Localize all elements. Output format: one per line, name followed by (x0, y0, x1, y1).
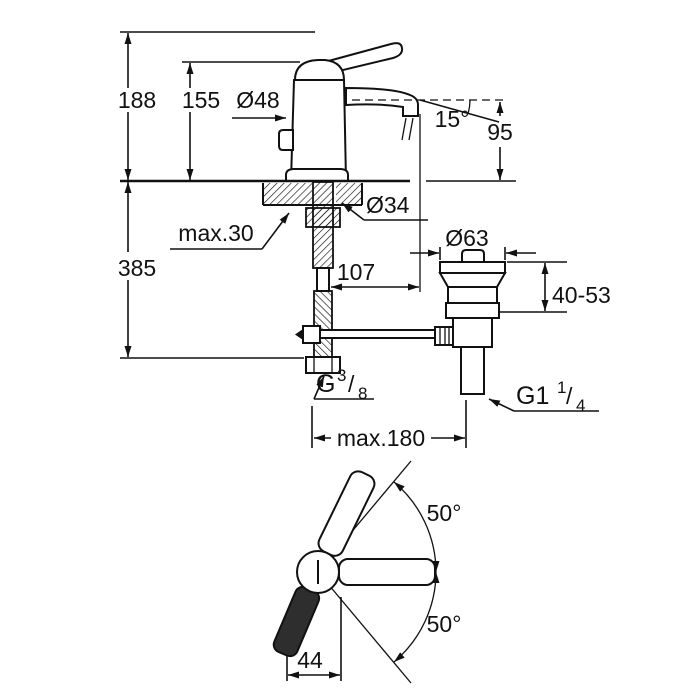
dim-label-dia34: Ø34 (366, 192, 410, 218)
dimension-max-reach: max.180 (311, 400, 467, 451)
handle-lever-up-position (317, 470, 376, 557)
dim-label-max30: max.30 (178, 220, 253, 246)
flexible-hose (313, 290, 333, 358)
waste-lower-body (452, 317, 493, 348)
dimension-handle-width: 44 (286, 597, 342, 681)
leader-line (341, 202, 365, 221)
swivel-arc-down (393, 571, 440, 663)
mounting-nut (305, 207, 341, 228)
thread-label-base: G1 (516, 382, 549, 410)
dim-label-dia48: Ø48 (236, 87, 279, 113)
dimension-adjustment-range: 40-53 (499, 261, 611, 313)
faucet-spout (345, 86, 419, 117)
swivel-arc-up (393, 481, 440, 573)
dim-label-385: 385 (118, 255, 156, 281)
angle-arc (467, 99, 471, 114)
water-stream-line (408, 117, 414, 141)
label-waste-thread: G1 1 / 4 (488, 378, 599, 415)
handle-plan-view: 50° 50° (272, 460, 462, 684)
waste-taper (438, 272, 507, 288)
pop-up-rod-bar (319, 329, 442, 339)
waste-tailpipe (460, 346, 485, 395)
dimension-spout-reach: 107 (331, 114, 421, 292)
leader-line (488, 398, 515, 412)
waste-coupling-nut (445, 302, 500, 319)
dimension-body-height: 155 (182, 61, 300, 180)
dim-label-4053: 40-53 (552, 282, 611, 308)
thread-label-numerator: 1 (557, 378, 566, 397)
handle-lever-mid-position (338, 558, 436, 586)
waste-assembly (434, 249, 507, 395)
dim-label-188: 188 (118, 87, 156, 113)
leader-line (313, 375, 325, 400)
rod-clamp (302, 325, 321, 344)
dim-label-44: 44 (297, 647, 323, 673)
dim-label-107: 107 (337, 259, 375, 285)
dim-label-50deg-down: 50° (427, 611, 462, 637)
dim-label-max180: max.180 (337, 425, 425, 451)
dim-label-15deg: 15° (435, 106, 470, 132)
deck-plate-hatch-left (263, 183, 312, 205)
dimension-overall-height: 188 (118, 31, 315, 180)
thread-label-slash: / (348, 371, 355, 397)
faucet-base (285, 168, 349, 182)
dim-label-95: 95 (487, 119, 513, 145)
supply-shank (305, 181, 341, 374)
dim-label-50deg-up: 50° (427, 500, 462, 526)
water-stream-line (401, 117, 407, 141)
dim-label-155: 155 (182, 87, 220, 113)
faucet-dome (293, 59, 346, 81)
dimension-spout-angle: 15° (352, 99, 506, 132)
thread-label-numerator: 3 (337, 366, 346, 385)
waste-flange (439, 261, 506, 274)
pull-rod-knob (278, 129, 294, 151)
leader-line (261, 212, 290, 250)
thread-label-base: G (316, 370, 335, 398)
waste-lift-knob (461, 249, 485, 263)
dimension-spout-height: 95 (426, 102, 516, 182)
faucet-side-view (278, 42, 419, 182)
swivel-reference-line-down (317, 571, 412, 684)
thread-label-denominator: 4 (576, 396, 585, 415)
deck-plate-hatch-right (336, 183, 362, 205)
pop-up-rod (295, 325, 442, 344)
label-supply-thread: G 3 / 8 (313, 366, 374, 403)
mounting-deck (120, 179, 410, 206)
dimension-hole-diameter: Ø34 (341, 192, 428, 221)
angle-line (419, 99, 500, 123)
waste-upper-body (447, 286, 498, 304)
dim-label-dia63: Ø63 (445, 225, 488, 251)
dimension-body-diameter: Ø48 (232, 87, 286, 122)
dimension-deck-thickness: max.30 (170, 212, 290, 250)
rod-clamp-tip (295, 329, 303, 340)
faucet-body (289, 79, 348, 182)
dimension-below-deck-length: 385 (118, 182, 304, 359)
connector-piece (316, 267, 330, 292)
thread-label-denominator: 8 (358, 384, 367, 403)
rod-knurl-knob (434, 326, 454, 346)
dimension-flange-diameter: Ø63 (410, 225, 536, 260)
thread-label-slash: / (566, 383, 573, 409)
